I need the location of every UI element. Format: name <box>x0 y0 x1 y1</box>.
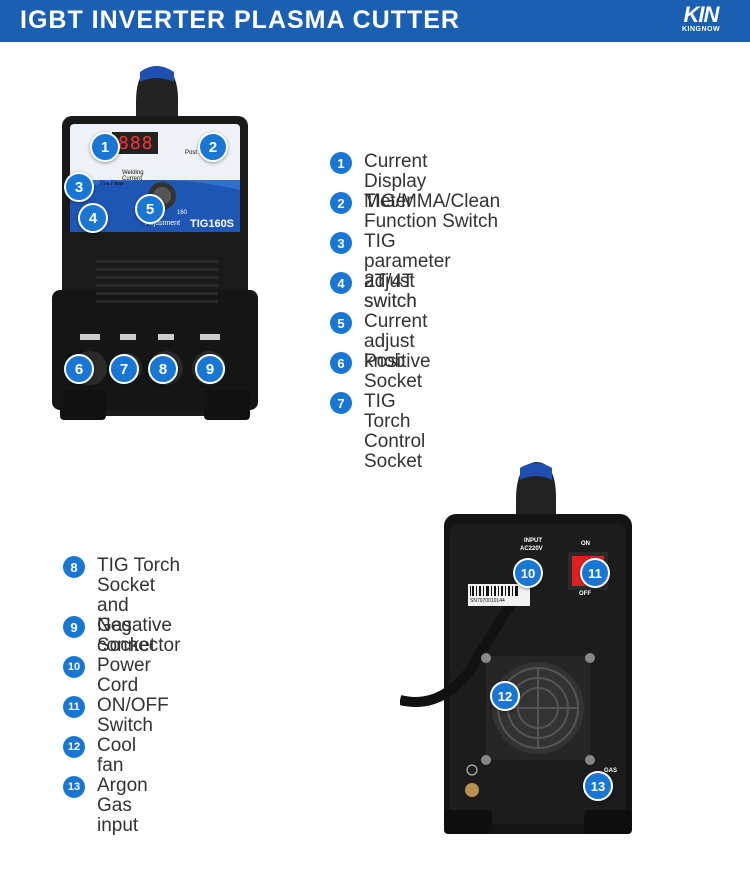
legend-label: Positive Socket <box>364 351 431 392</box>
input-label: INPUT <box>524 538 542 544</box>
legend-item: 10 Power Cord <box>63 656 151 696</box>
adjustment-label: Adjustment <box>145 220 181 227</box>
badge-13: 13 <box>583 771 613 801</box>
legend-item: 8 TIG Torch Socket and Gas connector <box>63 556 180 656</box>
logo-text: KINGNOW <box>681 26 721 33</box>
badge-2: 2 <box>198 132 228 162</box>
legend-number: 5 <box>330 312 352 334</box>
display-readout: 888 <box>118 133 154 154</box>
legend-number: 3 <box>330 232 352 254</box>
legend-number: 6 <box>330 352 352 374</box>
badge-3: 3 <box>64 172 94 202</box>
model-label: TIG160S <box>190 218 235 230</box>
page-title: IGBT INVERTER PLASMA CUTTER <box>20 6 460 34</box>
legend-item: 2 TIG/MMA/Clean Function Switch <box>330 192 500 232</box>
legend-label: Argon Gas input <box>97 775 148 836</box>
brand-logo: KIN KINGNOW <box>670 4 732 38</box>
legend-number: 2 <box>330 192 352 214</box>
legend-label: Current adjust knob <box>364 311 428 372</box>
badge-4: 4 <box>78 203 108 233</box>
welding-current-label: Welding Current <box>122 170 144 182</box>
legend-label: ON/OFF Switch <box>97 695 169 736</box>
badge-1: 1 <box>90 132 120 162</box>
legend-number: 10 <box>63 656 85 678</box>
legend-item: 3 TIG parameter adjust switch <box>330 232 451 312</box>
legend-item: 7 TIG Torch Control Socket <box>330 392 425 472</box>
rear-machine-drawing <box>398 462 632 834</box>
legend-item: 11 ON/OFF Switch <box>63 696 169 736</box>
legend-label: TIG parameter adjust switch <box>364 231 451 312</box>
legend-number: 7 <box>330 392 352 414</box>
rear-machine-image: INPUT AC220V ON OFF GAS SN7070010144 10 … <box>398 460 640 840</box>
pre-flow-label: Pre Flow <box>100 181 124 187</box>
on-label: ON <box>581 541 590 547</box>
badge-12: 12 <box>490 681 520 711</box>
voltage-label: AC220V <box>520 546 543 552</box>
badge-8: 8 <box>148 354 178 384</box>
legend-number: 8 <box>63 556 85 578</box>
off-label: OFF <box>579 591 591 597</box>
legend-item: 4 2T/4T switch <box>330 272 417 312</box>
legend-number: 4 <box>330 272 352 294</box>
knob-value-label: 160 <box>177 210 188 216</box>
badge-9: 9 <box>195 354 225 384</box>
serial-label: SN7070010144 <box>470 598 505 604</box>
legend-label: TIG Torch Socket and Gas connector <box>97 555 181 656</box>
legend-number: 1 <box>330 152 352 174</box>
badge-5: 5 <box>135 194 165 224</box>
legend-label: TIG/MMA/Clean Function Switch <box>364 191 501 232</box>
legend-label: Power Cord <box>97 655 151 696</box>
legend-number: 13 <box>63 776 85 798</box>
legend-label: Negative Socket <box>97 615 172 656</box>
legend-item: 1 Current Display Meter <box>330 152 427 212</box>
front-machine-image: 888 Pre Flow Post Flow Welding Current 1… <box>40 60 290 430</box>
badge-6: 6 <box>64 354 94 384</box>
post-flow-label: Post Flow <box>185 150 212 156</box>
badge-7: 7 <box>109 354 139 384</box>
legend-number: 11 <box>63 696 85 718</box>
legend-number: 12 <box>63 736 85 758</box>
badge-10: 10 <box>513 558 543 588</box>
legend-label: 2T/4T switch <box>364 271 417 312</box>
header-banner: IGBT INVERTER PLASMA CUTTER KIN KINGNOW <box>0 0 750 42</box>
legend-item: 9 Negative Socket <box>63 616 172 656</box>
legend-item: 5 Current adjust knob <box>330 312 427 372</box>
legend-item: 13 Argon Gas input <box>63 776 148 836</box>
badge-11: 11 <box>580 558 610 588</box>
legend-item: 12 Cool fan <box>63 736 136 776</box>
logo-mark: KIN <box>683 2 720 27</box>
gas-label: GAS <box>604 768 618 774</box>
legend-label: Current Display Meter <box>364 151 428 212</box>
legend-item: 6 Positive Socket <box>330 352 431 392</box>
legend-number: 9 <box>63 616 85 638</box>
legend-label: TIG Torch Control Socket <box>364 391 426 472</box>
legend-label: Cool fan <box>97 735 137 776</box>
